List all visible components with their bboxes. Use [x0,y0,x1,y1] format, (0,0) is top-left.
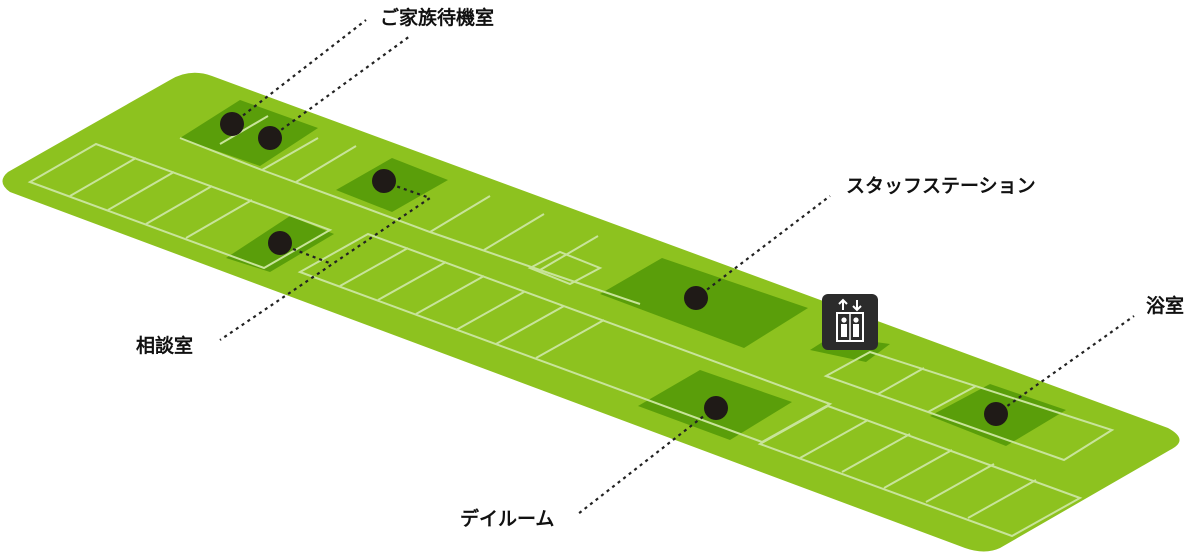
room-markers [220,112,1008,426]
label-bath: 浴室 [1146,295,1185,317]
leader-consultation [219,180,433,341]
room-outlines [27,115,1115,538]
floor-slab [2,72,1180,552]
label-consultation: 相談室 [136,335,194,357]
elevator-icon [822,294,878,350]
marker-day-room [704,396,728,420]
marker-consultation-upper [372,169,396,193]
leader-family-waiting-2 [269,35,411,139]
leader-bath [995,315,1135,415]
leader-staff-station [695,195,831,299]
marker-consultation-lower [268,231,292,255]
room-family-waiting [180,100,318,166]
label-staff-station: スタッフステーション [846,175,1036,197]
marker-family-waiting-1 [220,112,244,136]
label-family-waiting: ご家族待機室 [380,7,495,29]
leader-day-room [577,407,715,515]
marker-bath [984,402,1008,426]
marker-staff-station [684,286,708,310]
label-day-room: デイルーム [460,508,555,530]
marker-family-waiting-2 [258,126,282,150]
leader-family-waiting-1 [231,19,367,125]
